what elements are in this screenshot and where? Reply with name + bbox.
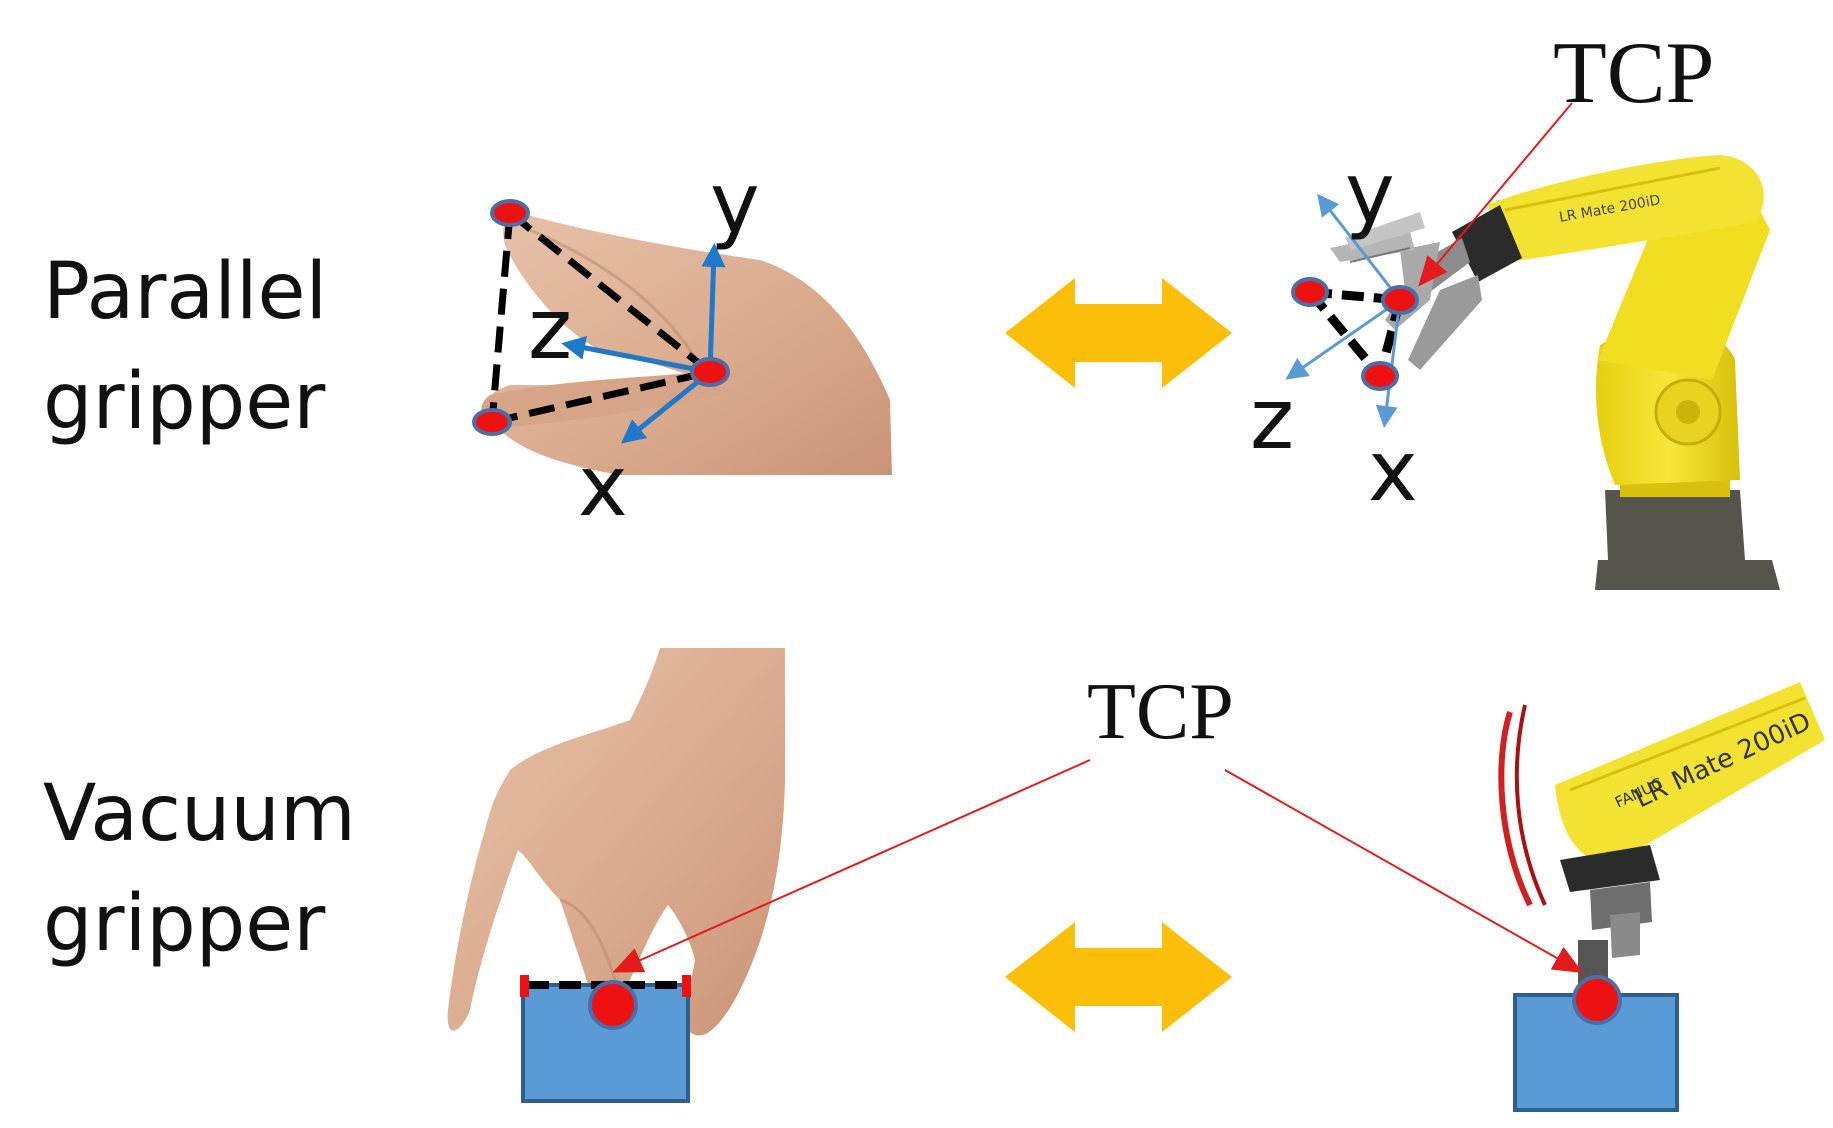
hand-axis-x-label: x xyxy=(578,437,628,535)
hand-axes xyxy=(561,243,726,444)
robot-arm-illustration: LR Mate 200iD xyxy=(1330,155,1780,590)
robot-axis-x-label: x xyxy=(1368,422,1418,520)
tcp-arrow-bottom-right xyxy=(1224,769,1584,973)
row-label-parallel-2: gripper xyxy=(43,357,326,447)
tcp-label-top: TCP xyxy=(1553,25,1714,122)
hand-fingertip-point-top xyxy=(490,199,530,227)
hand-fingertip-point-bottom xyxy=(472,408,512,436)
robot-tcp-point xyxy=(1381,285,1419,315)
tcp-label-bottom: TCP xyxy=(1087,668,1234,756)
robot-finger-point-bottom xyxy=(1361,361,1399,391)
tcp-arrow-bottom-left xyxy=(612,759,1091,973)
contact-edge-left xyxy=(520,975,529,997)
robot-vacuum-illustration: FANUC LR Mate 200iD xyxy=(1498,682,1825,985)
double-arrow-icon-bottom xyxy=(1005,922,1232,1032)
robot-axes xyxy=(1285,193,1402,428)
robot-axis-y-label: y xyxy=(1345,144,1395,242)
row-label-parallel-1: Parallel xyxy=(43,247,327,337)
hand-vacuum-illustration xyxy=(447,648,785,1036)
hand-vacuum-tcp-point xyxy=(588,980,638,1030)
hand-axis-z-label: z xyxy=(528,280,572,378)
robot-finger-point-left xyxy=(1291,277,1329,307)
tcp-arrow-top xyxy=(1418,102,1573,287)
row-label-vacuum-2: gripper xyxy=(43,879,326,969)
hand-axis-y-label: y xyxy=(710,154,760,252)
robot-axis-z-label: z xyxy=(1250,370,1294,468)
double-arrow-icon-top xyxy=(1005,278,1232,388)
hand-tcp-point xyxy=(690,357,730,387)
pinch-triangle xyxy=(488,210,713,426)
contact-edge-right xyxy=(682,975,691,997)
row-label-vacuum-1: Vacuum xyxy=(43,769,356,859)
robot-vacuum-tcp-point xyxy=(1572,975,1622,1025)
